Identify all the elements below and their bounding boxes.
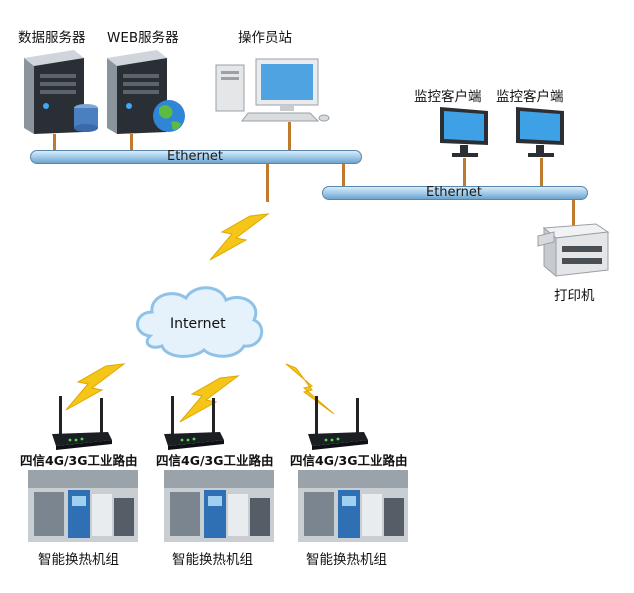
ethernet-label-main: Ethernet <box>167 149 223 164</box>
unit-label: 智能换热机组 <box>306 552 387 568</box>
router-label: 四信4G/3G工业路由 <box>156 453 274 468</box>
printer-label: 打印机 <box>554 288 595 304</box>
web-server-label: WEB服务器 <box>107 30 179 46</box>
connector <box>288 122 291 150</box>
monitor-client-2-label: 监控客户端 <box>496 89 564 105</box>
router-label: 四信4G/3G工业路由 <box>20 453 138 468</box>
wireless-link-icon <box>282 362 338 418</box>
data-server-label: 数据服务器 <box>18 30 86 46</box>
heat-exchanger-unit-photo <box>164 470 274 542</box>
internet-label: Internet <box>170 316 226 332</box>
monitor-client-1-icon <box>438 105 494 161</box>
heat-exchanger-unit-photo <box>28 470 138 542</box>
monitor-client-2-icon <box>514 105 570 161</box>
industrial-router-icon <box>50 396 114 450</box>
data-server-icon <box>24 50 99 135</box>
web-server-icon <box>107 50 187 135</box>
wireless-link-icon <box>176 374 246 424</box>
ethernet-bus-monitor <box>322 186 588 200</box>
industrial-router-icon <box>162 396 226 450</box>
router-label: 四信4G/3G工业路由 <box>290 453 408 468</box>
connector <box>463 158 466 186</box>
connector <box>572 200 575 226</box>
ethernet-bus-main <box>30 150 362 164</box>
connector <box>266 164 269 202</box>
unit-label: 智能换热机组 <box>172 552 253 568</box>
wireless-link-icon <box>206 212 276 262</box>
connector <box>53 134 56 150</box>
unit-label: 智能换热机组 <box>38 552 119 568</box>
connector <box>342 164 345 186</box>
internet-cloud-icon <box>130 282 268 362</box>
ethernet-label-monitor: Ethernet <box>426 185 482 200</box>
industrial-router-icon <box>306 396 370 450</box>
heat-exchanger-unit-photo <box>298 470 408 542</box>
printer-icon <box>536 222 610 280</box>
monitor-client-1-label: 监控客户端 <box>414 89 482 105</box>
wireless-link-icon <box>62 362 132 412</box>
operator-station-icon <box>214 55 334 125</box>
operator-station-label: 操作员站 <box>238 30 292 46</box>
connector <box>540 158 543 186</box>
connector <box>130 134 133 150</box>
